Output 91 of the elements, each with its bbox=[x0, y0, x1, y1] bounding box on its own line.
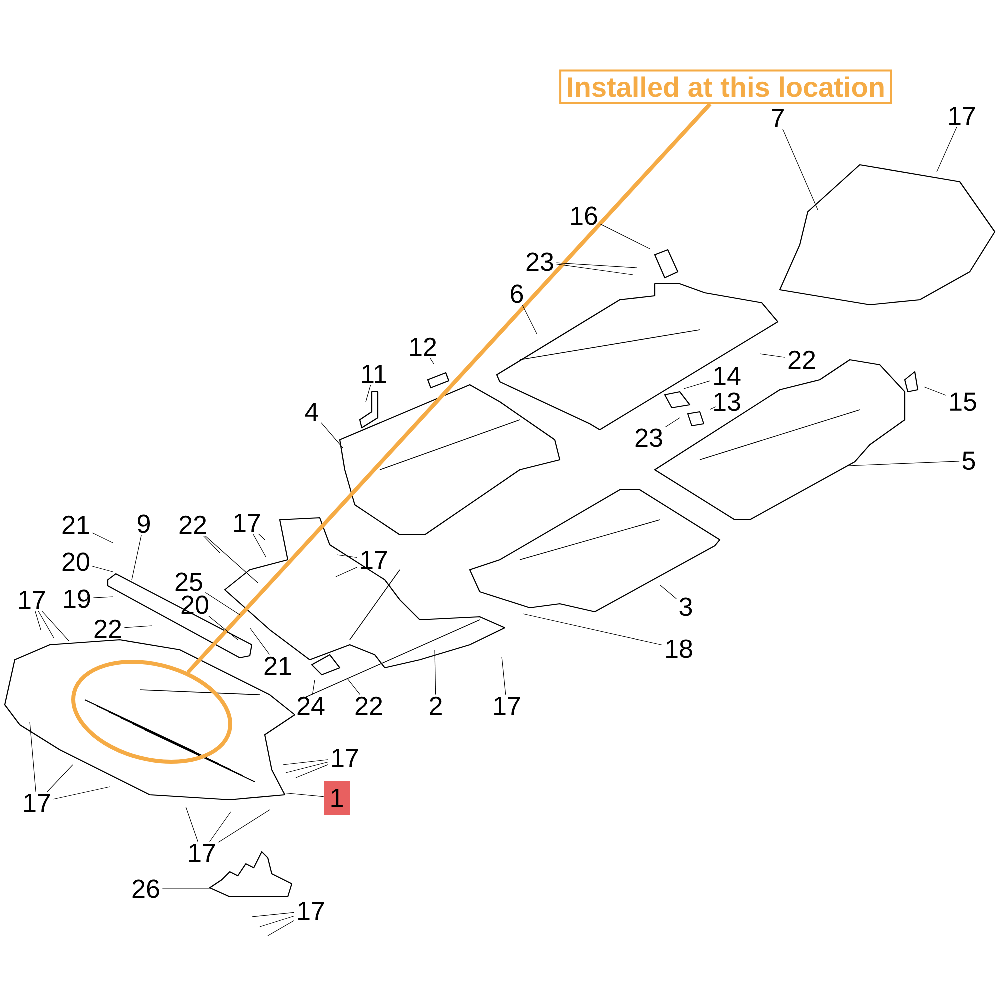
callout-number: 21 bbox=[62, 516, 90, 534]
callout-number: 18 bbox=[666, 640, 692, 658]
leader-line bbox=[258, 534, 266, 540]
leader-line bbox=[205, 592, 240, 616]
callout-number: 7 bbox=[772, 109, 784, 127]
leader-line bbox=[321, 422, 344, 448]
callout-number: 15 bbox=[950, 392, 976, 412]
leader-line bbox=[336, 554, 358, 558]
callout-number: 20 bbox=[62, 552, 90, 572]
leader-line bbox=[502, 656, 506, 696]
leader-line bbox=[124, 626, 152, 628]
callout-number: 11 bbox=[362, 365, 386, 383]
callout-number: 25 bbox=[176, 572, 202, 592]
callout-number: 17 bbox=[24, 794, 50, 812]
leader-line bbox=[260, 916, 295, 928]
leader-line bbox=[710, 406, 716, 410]
highlighted-callout-number: 1 bbox=[324, 781, 350, 815]
leader-line bbox=[336, 567, 358, 578]
leader-line bbox=[924, 386, 947, 396]
leader-line bbox=[252, 912, 295, 918]
leader-line bbox=[205, 536, 258, 584]
leader-line bbox=[312, 680, 316, 696]
leader-line bbox=[522, 614, 663, 646]
leader-line bbox=[522, 305, 538, 334]
leader-line bbox=[35, 610, 42, 630]
leader-line bbox=[660, 584, 677, 600]
leader-line bbox=[186, 806, 198, 842]
leader-line bbox=[282, 760, 329, 766]
callout-number: 5 bbox=[962, 452, 976, 470]
callout-number: 9 bbox=[138, 514, 150, 534]
callout-number: 17 bbox=[332, 749, 358, 767]
leader-line bbox=[93, 596, 114, 598]
leader-line bbox=[218, 810, 270, 843]
callout-number: 17 bbox=[20, 591, 46, 609]
callout-number: 17 bbox=[190, 844, 216, 862]
callout-number: 20 bbox=[182, 596, 208, 614]
callout-number: 17 bbox=[950, 107, 976, 125]
callout-number: 24 bbox=[298, 696, 325, 716]
leader-line bbox=[204, 536, 220, 554]
leader-line bbox=[252, 534, 266, 558]
leader-line bbox=[47, 764, 74, 792]
callout-number: 22 bbox=[356, 696, 382, 716]
leader-line bbox=[162, 888, 210, 890]
leader-line bbox=[346, 678, 360, 696]
leader-line bbox=[782, 128, 818, 210]
callout-number: 6 bbox=[511, 284, 524, 304]
callout-number: 17 bbox=[494, 697, 520, 715]
leader-line bbox=[848, 461, 960, 466]
callout-number: 22 bbox=[94, 620, 122, 638]
callout-number: 23 bbox=[526, 252, 554, 272]
leader-line bbox=[208, 616, 238, 640]
leader-line bbox=[430, 358, 434, 364]
leader-line bbox=[132, 535, 142, 580]
callout-number: 13 bbox=[714, 392, 740, 412]
leader-line bbox=[30, 722, 36, 792]
callout-number: 3 bbox=[680, 598, 692, 616]
callout-number: 14 bbox=[714, 367, 741, 385]
leader-line bbox=[556, 262, 638, 268]
leader-line bbox=[760, 354, 786, 358]
leader-line bbox=[282, 792, 324, 798]
callout-number: 21 bbox=[264, 656, 292, 676]
leader-line bbox=[684, 380, 711, 390]
callout-number: 2 bbox=[430, 696, 442, 716]
leader-line bbox=[600, 224, 650, 250]
callout-box: Installed at this location bbox=[560, 70, 892, 104]
leader-line bbox=[268, 920, 295, 936]
leader-line bbox=[92, 566, 114, 572]
leader-line bbox=[286, 762, 329, 774]
callout-number: 23 bbox=[636, 428, 662, 448]
leader-line bbox=[936, 126, 958, 172]
leader-line bbox=[53, 786, 110, 800]
leader-line bbox=[42, 610, 70, 642]
callout-number: 17 bbox=[298, 902, 324, 920]
callout-number: 17 bbox=[234, 514, 260, 532]
callout-number: 22 bbox=[180, 516, 206, 534]
leader-line bbox=[38, 610, 54, 638]
callout-number: 26 bbox=[132, 880, 160, 898]
leader-line bbox=[210, 812, 232, 842]
callout-number: 19 bbox=[64, 590, 90, 608]
callout-number: 22 bbox=[788, 350, 816, 370]
leader-line bbox=[366, 384, 372, 402]
callout-number: 17 bbox=[362, 551, 388, 569]
callout-number: 16 bbox=[572, 206, 598, 226]
leader-line bbox=[92, 532, 114, 544]
leader-line bbox=[250, 628, 270, 656]
callout-number: 4 bbox=[305, 403, 318, 421]
callout-number: 12 bbox=[410, 338, 436, 356]
leader-line bbox=[665, 418, 680, 428]
leader-line bbox=[434, 650, 436, 696]
leader-line bbox=[556, 264, 634, 276]
leader-line bbox=[296, 764, 329, 778]
